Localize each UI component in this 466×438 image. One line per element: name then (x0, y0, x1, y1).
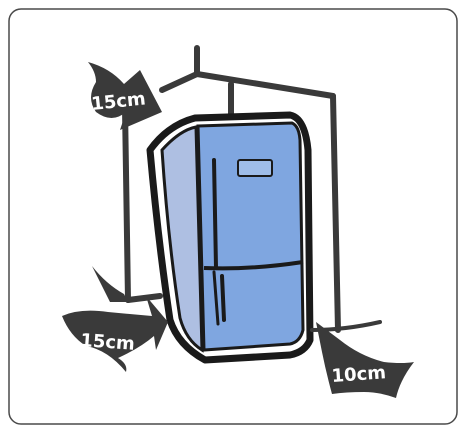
top-right-edge-line (194, 71, 336, 99)
left-wall-line (122, 105, 131, 303)
back-arrow-shape (316, 322, 414, 398)
top-arrow-shape (88, 62, 162, 130)
side-arrow-left-wing (92, 266, 128, 302)
lower-door-handle-side (212, 270, 220, 326)
right-wall-line (330, 93, 341, 333)
top-left-edge-line (159, 71, 200, 93)
side-clearance-label: 15cm (80, 330, 136, 355)
fridge-side-panel (160, 125, 204, 353)
back-clearance-arrow: 10cm (316, 322, 414, 398)
upper-door-handle (212, 158, 218, 270)
back-clearance-label: 10cm (331, 362, 387, 387)
top-clearance-arrow: 15cm (88, 62, 162, 130)
side-arrow-shape (62, 296, 168, 372)
side-clearance-arrow: 15cm (62, 266, 168, 372)
door-split-line (203, 260, 304, 271)
fridge-display-panel (237, 159, 273, 177)
niche-lines (122, 45, 341, 333)
lower-door-handle (220, 274, 226, 322)
floor-left-line (125, 293, 163, 303)
